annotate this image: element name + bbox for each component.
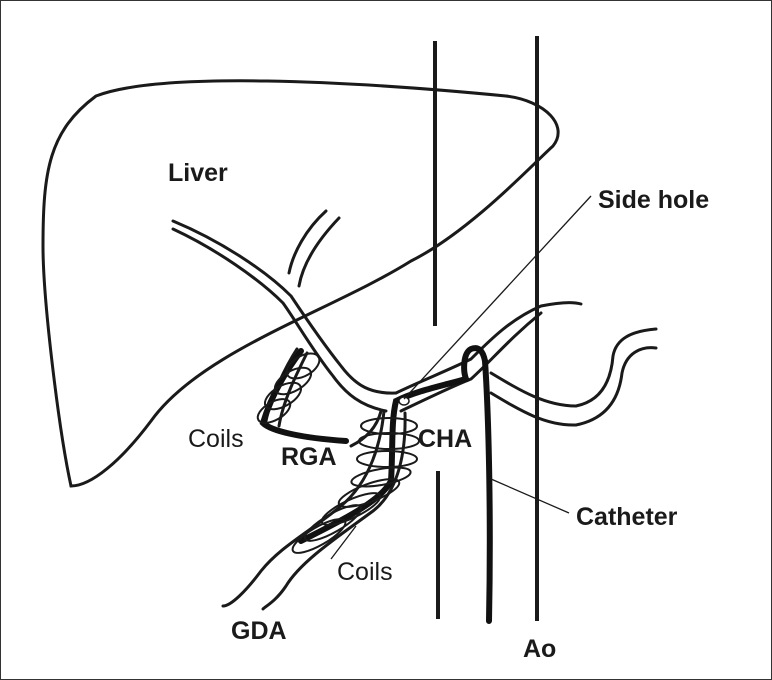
label-catheter: Catheter <box>576 503 678 531</box>
side-hole-leader <box>403 195 592 400</box>
catheter-leader <box>490 478 570 514</box>
coils-rga <box>256 352 321 424</box>
label-rga: RGA <box>281 443 337 471</box>
label-coils-bottom: Coils <box>337 558 393 586</box>
label-gda: GDA <box>231 617 287 645</box>
hepatic-artery-vessels <box>171 209 658 611</box>
label-coils-left: Coils <box>188 425 244 453</box>
label-side-hole: Side hole <box>598 186 709 214</box>
label-liver: Liver <box>168 159 228 187</box>
label-ao: Ao <box>523 635 556 663</box>
liver-outline <box>41 79 560 488</box>
rga-embolized-segment <box>259 348 349 444</box>
coils-bottom-leader <box>330 525 357 560</box>
side-hole-marker <box>398 396 410 406</box>
label-cha: CHA <box>418 425 472 453</box>
catheter-line <box>298 345 493 624</box>
coils-gda <box>291 417 420 554</box>
